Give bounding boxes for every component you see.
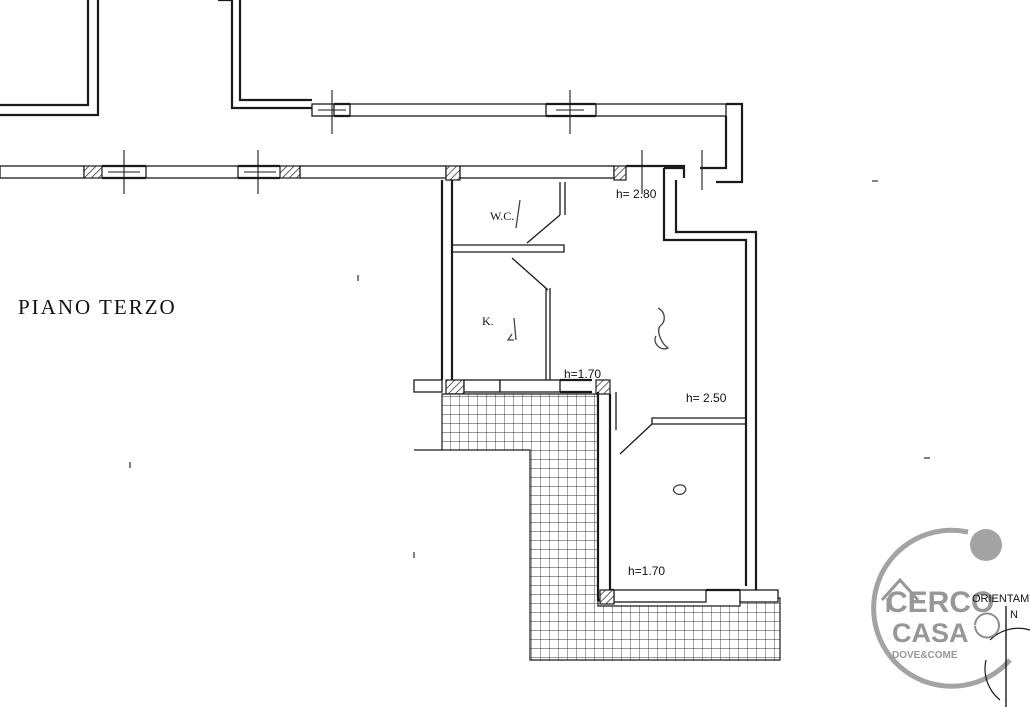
kitchen-label: K. [482, 314, 494, 328]
orientation-label: ORIENTAMENTO [972, 593, 1030, 605]
watermark-logo: CERCO CASA DOVE&COME [871, 527, 1012, 689]
height-label-bottom: h=1.70 [628, 564, 665, 578]
compass-arc [984, 627, 1030, 701]
logo-line1: CERCO [886, 586, 994, 619]
corridor-upper-wall [311, 90, 744, 190]
height-label-mid: h= 2.50 [686, 391, 727, 405]
height-label-door: h=1.70 [564, 367, 601, 381]
stray-marks [129, 180, 930, 558]
north-label: N [1010, 609, 1018, 621]
house-icon [880, 577, 920, 612]
wc-label: W.C. [490, 209, 514, 223]
height-label-top: h= 2.80 [616, 187, 657, 201]
interior-partitions [452, 182, 747, 455]
orientation-compass: ORIENTAMENTO N [972, 593, 1030, 707]
compass-icon [974, 612, 1000, 639]
logo-line2: CASA [892, 618, 969, 648]
floor-title: PIANO TERZO [18, 295, 177, 319]
balcony-upper-wall [413, 378, 611, 395]
logo-dot [970, 529, 1002, 561]
handwritten-marks [506, 199, 687, 496]
upper-left-walls [0, 0, 312, 117]
apartment-walls [440, 166, 758, 590]
logo-line3: DOVE&COME [892, 650, 958, 661]
corridor-lower-wall [0, 150, 686, 194]
bedroom-walls [596, 392, 779, 605]
